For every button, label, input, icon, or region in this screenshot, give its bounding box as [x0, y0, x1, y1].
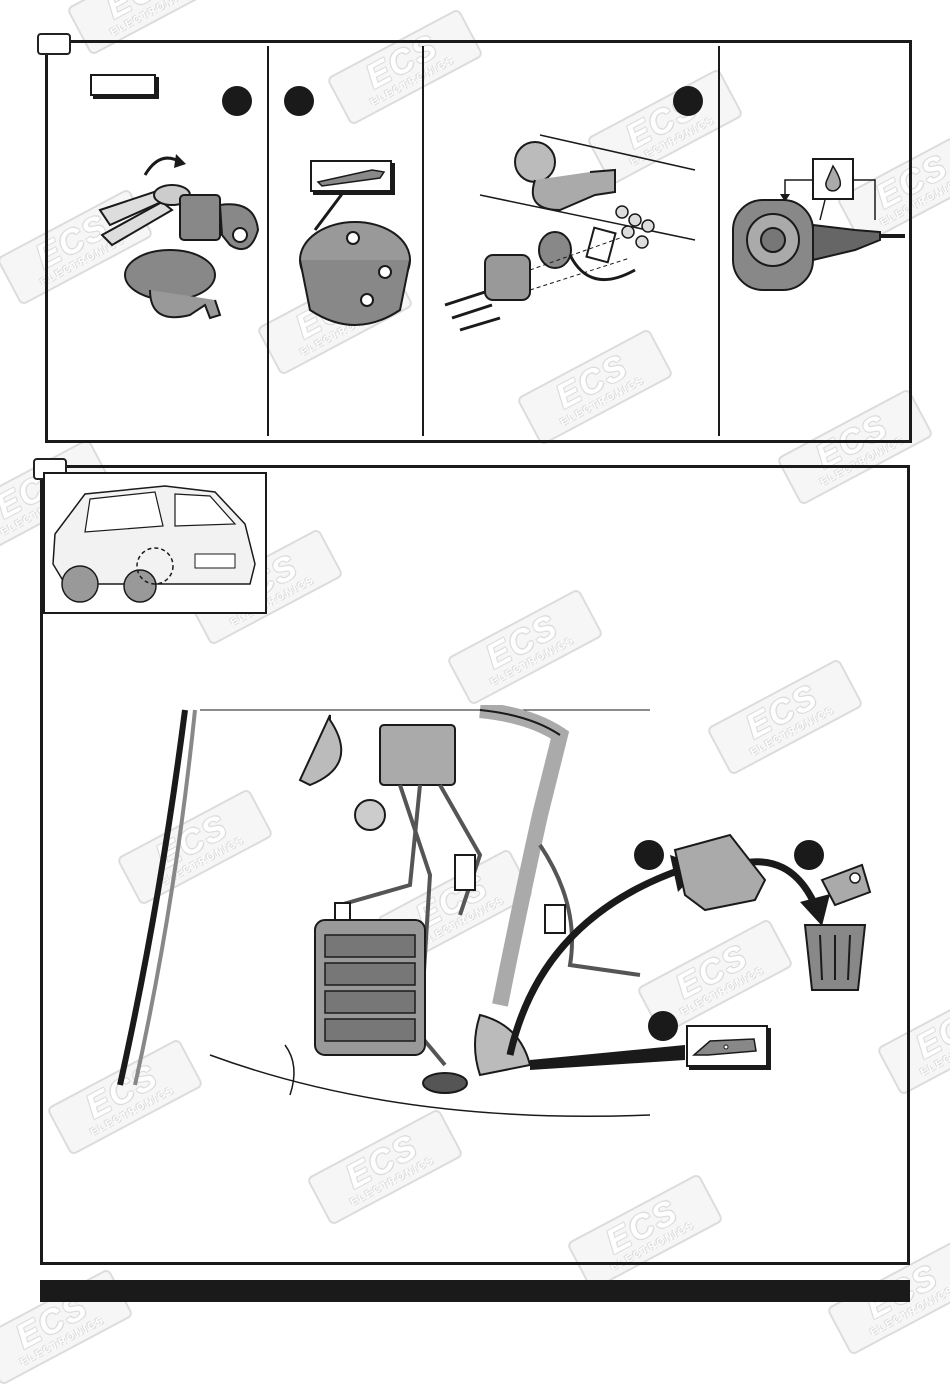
vehicle-inset	[43, 472, 267, 614]
trunk-wiring-illustration	[117, 705, 651, 1117]
knife-icon	[316, 169, 386, 187]
socket-housing-illustration	[299, 190, 411, 326]
pliers-icon	[98, 184, 191, 247]
nuts-group	[615, 205, 655, 249]
divider	[422, 46, 424, 436]
step-marker	[222, 86, 252, 116]
drop-callout	[812, 158, 854, 200]
knife-callout	[310, 160, 392, 192]
footer-bar	[40, 1280, 910, 1302]
suv-rear-illustration	[52, 485, 256, 603]
divider	[267, 46, 269, 436]
towbar-mounting-illustration	[444, 134, 696, 332]
trash-bin-icon	[803, 924, 867, 991]
removal-flow-arrows	[506, 833, 872, 1070]
panel-top-tab	[37, 33, 71, 55]
step-marker	[284, 86, 314, 116]
drop-icon	[825, 164, 842, 192]
panel-top	[45, 40, 912, 443]
cap-icon	[820, 863, 872, 907]
knife-icon	[692, 1038, 757, 1056]
panel-bottom	[40, 465, 910, 1265]
step-marker	[673, 86, 703, 116]
knife-callout	[686, 1025, 768, 1067]
step-marker	[794, 840, 824, 870]
sealed-socket-illustration	[732, 179, 905, 291]
step-marker	[634, 840, 664, 870]
step-marker	[648, 1011, 678, 1041]
divider	[718, 46, 720, 436]
socket-removal-illustration	[98, 154, 260, 320]
blank-label-box	[90, 74, 156, 96]
